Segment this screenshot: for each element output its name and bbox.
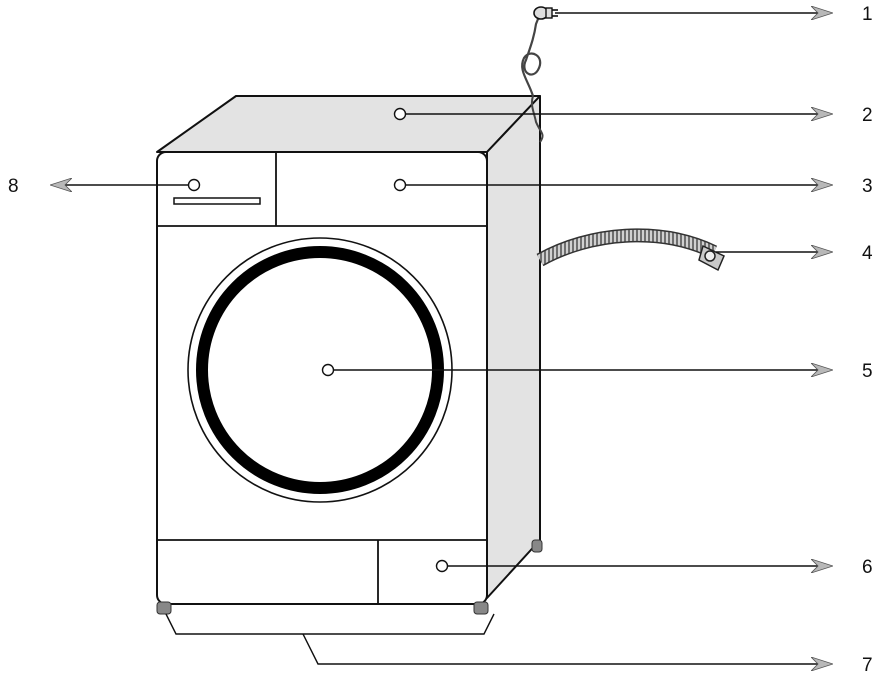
callout-number-3: 3 <box>862 176 873 197</box>
callout-numbers: 1 2 3 4 5 6 7 8 <box>8 4 873 676</box>
side-panel <box>486 95 541 599</box>
callout-dot-2 <box>393 107 407 121</box>
callout-number-2: 2 <box>862 105 873 126</box>
callout-number-8: 8 <box>8 176 19 197</box>
drawer-handle <box>173 197 261 205</box>
callout-dot-5 <box>321 363 335 377</box>
callout-number-7: 7 <box>862 655 873 676</box>
power-plug <box>533 6 558 20</box>
callout-bracket-7 <box>165 613 495 635</box>
callout-dot-3 <box>393 178 407 192</box>
top-cover <box>156 95 541 153</box>
callout-line-7 <box>302 633 831 664</box>
rear-foot <box>531 539 543 553</box>
callout-number-6: 6 <box>862 557 873 578</box>
callout-dot-8 <box>187 178 201 192</box>
callout-number-4: 4 <box>862 243 873 264</box>
callout-number-5: 5 <box>862 361 873 382</box>
callout-dot-6 <box>435 559 449 573</box>
front-foot-right <box>473 601 489 615</box>
callout-number-1: 1 <box>862 4 873 25</box>
appliance <box>156 6 725 615</box>
front-foot-left <box>156 601 172 615</box>
callouts <box>52 13 831 664</box>
power-cable <box>521 13 542 97</box>
